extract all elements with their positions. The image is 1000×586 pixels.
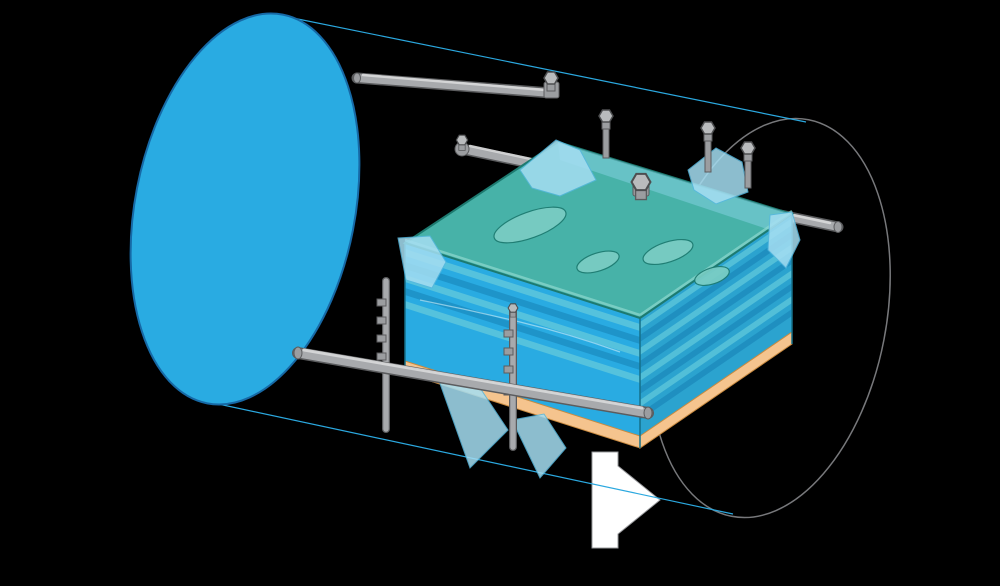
plate-layer [405,288,640,370]
plate-layer [405,301,640,383]
post-fitting [376,316,387,325]
pipe-end-cap [833,221,843,233]
top-bevel [404,209,793,317]
plate-layer [405,249,640,331]
liquid-drape [687,147,749,205]
flow-arrow [591,451,661,549]
top-plate-port [642,238,694,266]
pipe-end-cap [643,406,653,420]
post-fitting [503,329,514,338]
liquid-drape [767,211,801,269]
plate-layer [640,270,792,381]
front-top-pipe [351,71,560,99]
post-fitting [503,347,514,356]
plate-layer [640,296,792,407]
post-fitting [376,334,387,343]
liquid-skirt [511,413,567,479]
post-fitting [376,298,387,307]
plate-layer [640,309,792,420]
vessel-front-head [129,12,361,406]
bottom-support [292,277,654,451]
plate-layer [640,244,792,355]
top-plate-port [576,250,620,274]
wave-line [419,299,621,353]
plate-layer [405,275,640,357]
plate-layer [640,231,792,342]
plate-layer [640,257,792,368]
tie-bolt-icon [740,141,756,162]
liquid-drape [397,235,447,289]
plate-layer [405,262,640,344]
top-plate-port [493,206,567,244]
tie-bolt-icon [598,109,614,130]
vessel-shell-line-top [282,15,807,123]
water-film [558,142,792,230]
top-tie-bolts [598,109,756,201]
post-fitting [376,352,387,361]
tie-bolt-icon [700,121,716,142]
pipe-end-cap [293,346,303,360]
liquid-drape [519,139,597,197]
post-fitting [503,365,514,374]
plate-layer [640,283,792,394]
pipe-end-cap [353,72,361,84]
top-plate-port [694,265,730,287]
liquid-drapes [397,139,801,479]
